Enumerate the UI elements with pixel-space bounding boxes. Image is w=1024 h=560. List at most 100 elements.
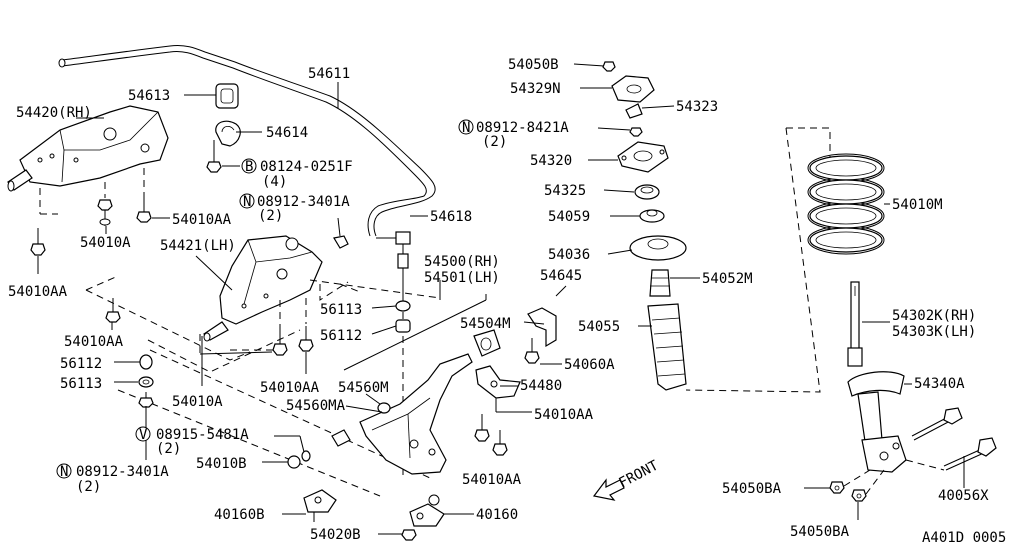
washer-08915 xyxy=(301,450,311,462)
label-54560m: 54560M xyxy=(338,380,389,396)
label-54501lh: 54501(LH) xyxy=(424,270,500,286)
label-54421lh: 54421(LH) xyxy=(160,238,236,254)
leader-lines xyxy=(37,63,965,535)
label-54010a-1: 54010A xyxy=(80,235,131,251)
symbol-n-3: N xyxy=(60,464,68,480)
label-54340a: 54340A xyxy=(914,376,965,392)
bearing-54325 xyxy=(634,184,660,200)
label-54050ba-1: 54050BA xyxy=(722,481,782,497)
strut-54302k xyxy=(847,281,907,473)
boot-54055 xyxy=(647,303,687,391)
label-54050ba-2: 54050BA xyxy=(790,524,850,540)
nut-54010b xyxy=(287,455,301,469)
bolt-54010aa-1 xyxy=(136,168,152,223)
label-40160b: 40160B xyxy=(214,507,265,523)
nut-54050ba-2 xyxy=(843,469,885,502)
bushing-54560ma xyxy=(331,429,351,447)
transverse-link xyxy=(359,353,473,475)
label-54010aa-6: 54010AA xyxy=(462,472,522,488)
label-54611: 54611 xyxy=(308,66,350,82)
label-56113-mid: 56113 xyxy=(320,302,362,318)
bolt-54010aa-2 xyxy=(30,188,58,256)
nut-54050b xyxy=(602,61,616,72)
washer-56113-left xyxy=(138,376,154,388)
label-08912-3401a-1-qty: (2) xyxy=(258,208,283,224)
label-54010m: 54010M xyxy=(892,197,943,213)
label-08912-8421a-qty: (2) xyxy=(482,134,507,150)
bracket-54480 xyxy=(475,365,521,399)
label-08915: 08915-5481A xyxy=(156,427,249,443)
nut-54020b xyxy=(401,529,417,541)
label-56113-left: 56113 xyxy=(60,376,102,392)
label-08912-3401a-2: 08912-3401A xyxy=(76,464,169,480)
label-54010aa-2: 54010AA xyxy=(8,284,68,300)
symbol-b: B xyxy=(245,159,253,175)
label-54329n: 54329N xyxy=(510,81,561,97)
label-08912-3401a-2-qty: (2) xyxy=(76,479,101,495)
label-08124-qty: (4) xyxy=(262,174,287,190)
bolt-54010aa-5 xyxy=(474,414,490,442)
ball-joint-40160 xyxy=(409,494,445,527)
bolt-54010a-1 xyxy=(97,182,113,226)
label-54560ma: 54560MA xyxy=(286,398,346,414)
coil-spring-54010m xyxy=(685,127,885,393)
label-54302k: 54302K(RH) xyxy=(892,308,976,324)
label-54010aa-3: 54010AA xyxy=(64,334,124,350)
label-54420rh: 54420(RH) xyxy=(16,105,92,121)
symbol-n-circle-3 xyxy=(56,463,72,479)
label-54480: 54480 xyxy=(520,378,562,394)
label-54059: 54059 xyxy=(548,209,590,225)
mount-54320 xyxy=(617,141,669,173)
label-54010aa-1: 54010AA xyxy=(172,212,232,228)
label-40056x: 40056X xyxy=(938,488,989,504)
label-54050b: 54050B xyxy=(508,57,559,73)
symbol-n-1: N xyxy=(243,194,251,210)
bushing-54613 xyxy=(215,83,239,109)
bushing-56112-mid xyxy=(395,319,411,333)
label-54500rh: 54500(RH) xyxy=(424,254,500,270)
bumper-54052m xyxy=(649,269,671,297)
label-54036: 54036 xyxy=(548,247,590,263)
cap-54323 xyxy=(625,103,643,119)
front-arrow xyxy=(592,478,625,501)
bolt-54060a xyxy=(524,338,540,364)
bolt-54010aa-3 xyxy=(105,298,121,323)
label-54055: 54055 xyxy=(578,319,620,335)
label-54320: 54320 xyxy=(530,153,572,169)
stabilizer-bar xyxy=(58,45,436,237)
bushing-56112-left xyxy=(139,354,153,370)
bushing-54504m xyxy=(473,329,501,357)
label-40160: 40160 xyxy=(476,507,518,523)
nut-08912c xyxy=(629,127,643,137)
label-54303k: 54303K(LH) xyxy=(892,324,976,340)
symbol-n-circle-2 xyxy=(458,119,474,135)
label-08915-qty: (2) xyxy=(156,441,181,457)
bushing-56113-mid xyxy=(395,300,411,312)
label-54010a-2: 54010A xyxy=(172,394,223,410)
label-54052m: 54052M xyxy=(702,271,753,287)
label-front: FRONT xyxy=(616,457,661,491)
bolt-08124 xyxy=(206,140,222,173)
bolt-54010a-2 xyxy=(272,300,288,356)
label-54323: 54323 xyxy=(676,99,718,115)
symbol-v: V xyxy=(139,427,148,443)
ball-joint-40160b xyxy=(303,489,337,522)
label-diagram-code: A401D 0005 xyxy=(922,530,1006,546)
symbol-n-2: N xyxy=(462,120,470,136)
label-54504m: 54504M xyxy=(460,316,511,332)
bracket-54614 xyxy=(215,120,241,147)
bolt-40056x xyxy=(905,437,997,471)
label-54010aa-5: 54010AA xyxy=(534,407,594,423)
plate-54329n xyxy=(611,75,655,103)
label-54010b: 54010B xyxy=(196,456,247,472)
bolt-54010aa-4 xyxy=(298,298,314,352)
bolt-54010aa-6 xyxy=(492,430,508,456)
label-54618: 54618 xyxy=(430,209,472,225)
label-54613: 54613 xyxy=(128,88,170,104)
bracket-54645 xyxy=(527,307,557,348)
label-54060a: 54060A xyxy=(564,357,615,373)
label-08912-8421a: 08912-8421A xyxy=(476,120,569,136)
label-54325: 54325 xyxy=(544,183,586,199)
seat-54059 xyxy=(639,209,665,223)
